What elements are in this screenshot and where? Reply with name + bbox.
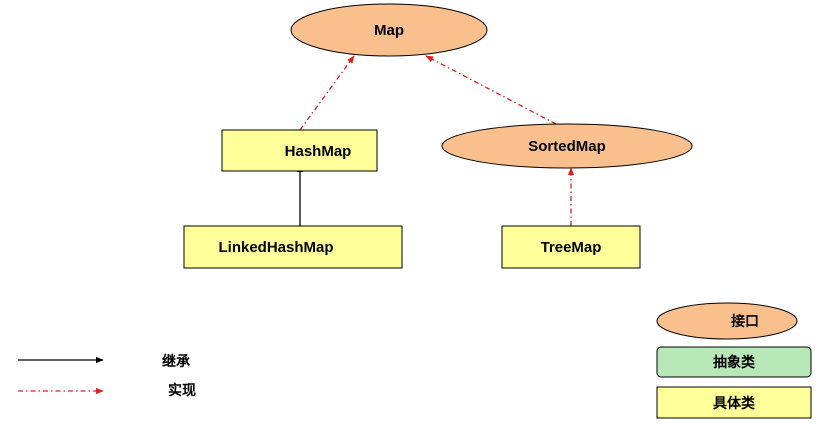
legend-concrete-label: 具体类 [712, 395, 756, 412]
node-hashmap: HashMap [221, 129, 378, 172]
legend-interface: 接口 [656, 302, 798, 340]
node-map-label: Map [374, 22, 404, 39]
legend-interface-label: 接口 [731, 313, 759, 330]
legend-abstract-label: 抽象类 [713, 354, 756, 371]
legend-realization: 实现 [18, 382, 196, 399]
edge-sortedmap-to-map [425, 55, 557, 125]
node-sortedmap-label: SortedMap [528, 138, 606, 155]
legend-abstract-class: 抽象类 [656, 346, 812, 378]
legend-inheritance: 继承 [18, 353, 190, 370]
legend-concrete-class: 具体类 [656, 386, 812, 419]
legend-realization-label: 实现 [168, 382, 196, 399]
node-hashmap-label: HashMap [285, 143, 352, 160]
legend-inheritance-label: 继承 [162, 353, 190, 370]
node-treemap-label: TreeMap [541, 239, 602, 256]
edge-hashmap-to-map [299, 55, 355, 131]
node-map: Map [290, 3, 488, 57]
node-linkedhashmap-label: LinkedHashMap [218, 239, 333, 256]
node-sortedmap: SortedMap [441, 123, 693, 169]
node-treemap: TreeMap [501, 225, 641, 269]
node-linkedhashmap: LinkedHashMap [183, 225, 403, 269]
